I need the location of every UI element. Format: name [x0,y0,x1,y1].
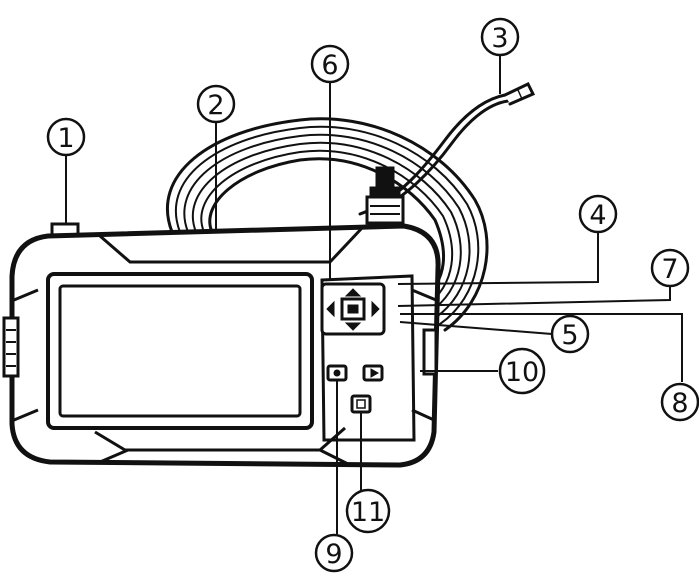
callout-10: 10 [498,347,546,395]
svg-text:3: 3 [491,23,508,54]
svg-text:9: 9 [325,539,342,570]
callout-1: 1 [46,117,86,157]
svg-text:1: 1 [57,123,74,154]
callout-3: 3 [480,17,520,57]
callout-9: 9 [314,533,354,573]
callout-7: 7 [650,248,690,288]
leader-lines [65,55,683,534]
control-panel [320,274,416,442]
svg-text:6: 6 [321,50,338,81]
svg-text:7: 7 [661,254,678,285]
display-screen [46,272,314,430]
callout-2: 2 [196,84,236,124]
cable-connector [365,166,405,225]
svg-text:4: 4 [589,200,606,231]
callout-6: 6 [310,44,350,84]
callout-5: 5 [550,314,590,354]
callout-11: 11 [345,488,391,534]
svg-text:11: 11 [351,497,385,528]
svg-text:10: 10 [505,357,539,388]
callout-4: 4 [578,194,618,234]
callout-8: 8 [660,382,699,422]
svg-text:2: 2 [207,90,224,121]
svg-text:8: 8 [671,388,688,419]
svg-text:5: 5 [561,320,578,351]
